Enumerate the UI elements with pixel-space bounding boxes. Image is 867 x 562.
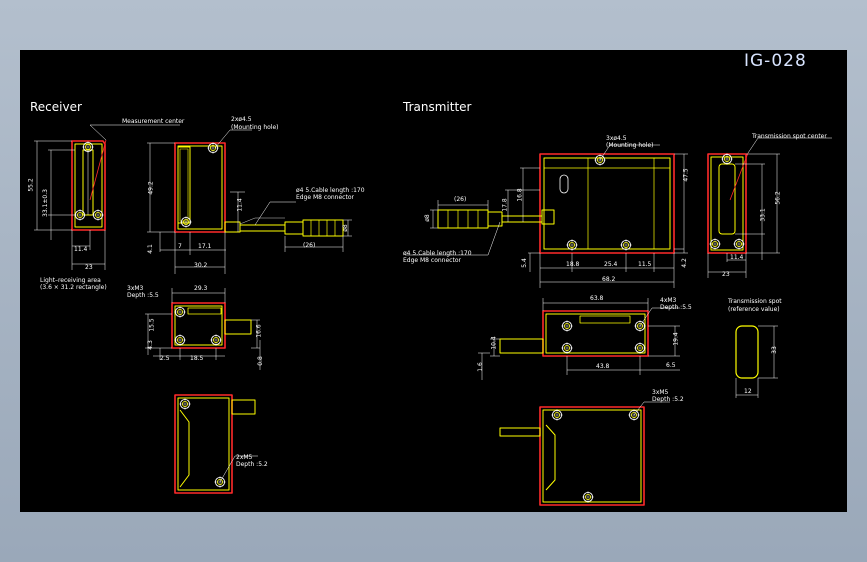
dim-11-4: 11.4 bbox=[74, 246, 88, 253]
dim-16-6: 16.6 bbox=[255, 324, 263, 338]
tx-dim-47-5: 47.5 bbox=[682, 168, 690, 182]
tx-dim-16-8: 16.8 bbox=[516, 188, 524, 202]
tx-dim-6-5: 6.5 bbox=[666, 362, 676, 369]
transmitter-m3-label: 4xM3 bbox=[660, 297, 677, 304]
receiver-m5-depth: Depth :5.2 bbox=[236, 461, 268, 468]
tx-dim-1-6: 1.6 bbox=[476, 362, 484, 372]
transmitter-rear-view bbox=[499, 401, 670, 506]
tx-dim-68-2: 68.2 bbox=[602, 276, 616, 283]
receiver-mount-hole-note: (Mounting hole) bbox=[231, 124, 279, 131]
dim-15-5: 15.5 bbox=[148, 318, 156, 332]
transmitter-front-dims bbox=[405, 144, 688, 288]
drawing-canvas: IG-028 Receiver Transmitter Measurement … bbox=[20, 50, 847, 512]
receiver-front-dims bbox=[34, 140, 106, 270]
measurement-center-label: Measurement center bbox=[122, 118, 185, 125]
dim-23: 23 bbox=[85, 264, 93, 271]
receiver-mount-hole-label: 2xø4.5 bbox=[231, 116, 252, 123]
dim-4-3: 4.3 bbox=[146, 340, 154, 350]
transmitter-cable-label: ø4 5.Cable length :170 bbox=[403, 250, 472, 257]
cad-drawing bbox=[34, 124, 832, 506]
transmitter-connector-label: Edge M8 connector bbox=[403, 257, 461, 264]
dim-0-8: 0.8 bbox=[256, 356, 264, 366]
dim-17-1: 17.1 bbox=[198, 243, 212, 250]
receiver-bottom-view bbox=[171, 302, 252, 349]
transmitter-bottom-view bbox=[499, 310, 649, 357]
receiver-connector-label: Edge M8 connector bbox=[296, 194, 354, 201]
dim-49-2: 49.2 bbox=[147, 181, 155, 195]
tx-dim-33-1: 33.1 bbox=[759, 208, 767, 222]
tx-dim-11-5: 11.5 bbox=[638, 261, 652, 268]
transmitter-m3-depth: Depth :5.5 bbox=[660, 304, 692, 311]
receiver-bottom-dims bbox=[145, 288, 261, 370]
dim-33-1: 33.1±0.3 bbox=[41, 189, 49, 217]
transmitter-title: Transmitter bbox=[403, 100, 472, 114]
tx-dim-26: (26) bbox=[454, 196, 467, 203]
tx-dim-19-4: 19.4 bbox=[672, 332, 680, 346]
dim-29-3: 29.3 bbox=[194, 285, 208, 292]
tx-dim-25-4: 25.4 bbox=[604, 261, 618, 268]
dim-26: (26) bbox=[303, 242, 316, 249]
receiver-side-dims bbox=[147, 129, 352, 274]
tx-dim-12: 12 bbox=[744, 388, 752, 395]
dim-55-2: 55.2 bbox=[27, 178, 35, 192]
receiver-cable-label: ø4 5.Cable length :170 bbox=[296, 187, 365, 194]
dim-4-1: 4.1 bbox=[146, 244, 154, 254]
transmission-spot-center-label: Transmission spot center bbox=[752, 133, 827, 140]
light-area-note: (3.6 × 31.2 rectangle) bbox=[40, 284, 107, 291]
dim-dia-8: ø8 bbox=[341, 224, 349, 232]
transmitter-m5-depth: Depth :5.2 bbox=[652, 396, 684, 403]
drawing-id: IG-028 bbox=[744, 51, 807, 71]
transmitter-mount-hole-note: (Mounting hole) bbox=[606, 142, 654, 149]
tx-dim-56-2: 56.2 bbox=[774, 191, 782, 205]
tx-dim-63-8: 63.8 bbox=[590, 295, 604, 302]
transmitter-m5-label: 3xM5 bbox=[652, 389, 669, 396]
dim-11-4-side: 11.4 bbox=[236, 198, 244, 212]
tx-dim-dia-8: ø8 bbox=[423, 214, 431, 222]
receiver-m3-label: 3xM3 bbox=[127, 285, 144, 292]
receiver-title: Receiver bbox=[30, 100, 82, 114]
tx-dim-23: 23 bbox=[722, 271, 730, 278]
dim-7: 7 bbox=[178, 243, 182, 250]
receiver-m3-depth: Depth :5.5 bbox=[127, 292, 159, 299]
transmitter-bottom-dims bbox=[478, 298, 680, 380]
receiver-m5-label: 2xM5 bbox=[236, 454, 253, 461]
tx-dim-33: 33 bbox=[770, 346, 778, 354]
light-area-label: Light–receiving area bbox=[40, 277, 101, 284]
transmission-spot-view bbox=[735, 325, 778, 398]
dim-18-5: 18.5 bbox=[190, 355, 204, 362]
dim-30-2: 30.2 bbox=[194, 262, 208, 269]
tx-dim-4-2: 4.2 bbox=[680, 258, 688, 268]
tx-dim-11-4: 11.4 bbox=[730, 254, 744, 261]
transmission-spot-note: (reference value) bbox=[728, 306, 780, 313]
receiver-rear-view bbox=[174, 394, 258, 494]
receiver-front-view bbox=[71, 124, 180, 231]
transmitter-side-dims bbox=[707, 137, 832, 278]
tx-dim-17-8: 17.8 bbox=[501, 198, 509, 212]
dim-2-5: 2.5 bbox=[160, 355, 170, 362]
tx-dim-43-8: 43.8 bbox=[596, 363, 610, 370]
transmitter-mount-hole-label: 3xø4.5 bbox=[606, 135, 627, 142]
transmitter-side-view bbox=[707, 152, 749, 254]
transmitter-front-view bbox=[437, 153, 675, 254]
tx-dim-18-8: 18.8 bbox=[566, 261, 580, 268]
tx-dim-5-4: 5.4 bbox=[520, 258, 528, 268]
transmission-spot-label: Transmission spot bbox=[728, 298, 782, 305]
tx-dim-10-4: 10.4 bbox=[490, 336, 498, 350]
